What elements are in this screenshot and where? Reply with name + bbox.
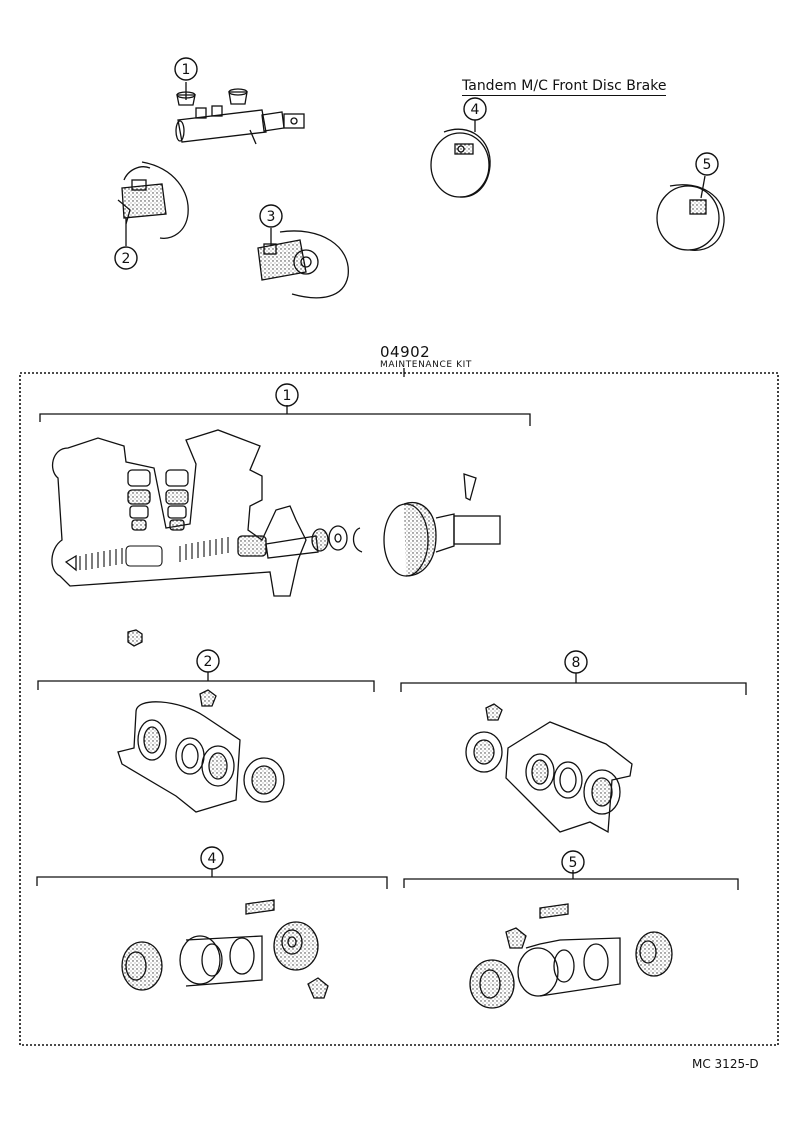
- caliper-left-overview: [117, 161, 189, 246]
- callout-1-kit: 1: [275, 383, 299, 407]
- callout-2-top: 2: [114, 246, 138, 270]
- kit-part-number: 04902: [380, 343, 431, 361]
- svg-text:1: 1: [283, 388, 292, 404]
- callout-5-top: 5: [695, 152, 719, 176]
- callout-4-kit: 4: [200, 846, 224, 870]
- svg-text:2: 2: [122, 251, 131, 267]
- callout-1-top: 1: [174, 57, 198, 81]
- kit-name: MAINTENANCE KIT: [380, 360, 472, 370]
- svg-text:5: 5: [703, 157, 712, 173]
- svg-text:8: 8: [572, 655, 581, 671]
- wheel-cylinder-kit-5-exploded: [469, 903, 673, 1009]
- bracket-2: [37, 680, 375, 692]
- svg-text:5: 5: [569, 855, 578, 871]
- svg-text:4: 4: [208, 851, 217, 867]
- caliper-right-overview: [257, 228, 349, 299]
- master-cylinder-exploded: [51, 429, 501, 647]
- svg-text:3: 3: [267, 209, 276, 225]
- bracket-5: [403, 878, 739, 890]
- svg-text:2: 2: [204, 654, 213, 670]
- callout-5-kit: 5: [561, 850, 585, 874]
- caliper-kit-2-exploded: [117, 689, 285, 813]
- callout-4-top: 4: [463, 97, 487, 121]
- bracket-1: [39, 413, 531, 426]
- bracket-4: [36, 876, 388, 889]
- caliper-kit-8-exploded: [465, 703, 633, 834]
- kit-boundary: [19, 372, 779, 1046]
- callout-3-top: 3: [259, 204, 283, 228]
- master-cylinder-overview: [175, 82, 305, 145]
- wheel-cylinder-drum-4-overview: [430, 120, 491, 198]
- svg-text:1: 1: [182, 62, 191, 78]
- reference-code: MC 3125-D: [692, 1057, 759, 1071]
- callout-2-kit: 2: [196, 649, 220, 673]
- svg-text:4: 4: [471, 102, 480, 118]
- callout-8-kit: 8: [564, 650, 588, 674]
- wheel-cylinder-drum-5-overview: [656, 175, 725, 251]
- diagram-title: Tandem M/C Front Disc Brake: [462, 78, 667, 96]
- bracket-8: [400, 682, 747, 695]
- wheel-cylinder-kit-4-exploded: [121, 899, 329, 999]
